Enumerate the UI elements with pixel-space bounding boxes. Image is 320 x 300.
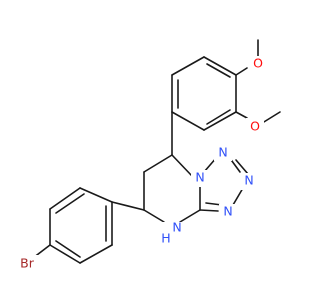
label-mask <box>219 204 237 221</box>
nitrogen-atom-n2: N <box>218 145 227 160</box>
bond <box>203 111 237 131</box>
label-mask <box>214 144 232 161</box>
bond-layer <box>32 39 281 264</box>
bond <box>235 159 249 175</box>
label-mask <box>160 222 188 252</box>
bond <box>143 209 165 223</box>
bond <box>55 193 85 214</box>
bond <box>79 244 113 264</box>
bond <box>232 187 244 206</box>
bond <box>111 201 145 211</box>
label-mask <box>240 173 258 190</box>
nitrogen-atom-nh: N <box>172 220 181 235</box>
nitrogen-atom-n1: N <box>195 170 204 185</box>
bond <box>171 154 193 177</box>
oxygen-atom-middle: O <box>250 119 260 134</box>
hydrogen-atom-nh: H <box>161 231 170 246</box>
atom-label-layer: O O N N N N N H Br <box>14 56 267 273</box>
bond <box>179 209 201 223</box>
label-mask <box>14 255 40 273</box>
oxygen-atom-top: O <box>253 56 263 71</box>
label-mask <box>246 118 264 135</box>
bromine-atom: Br <box>20 256 35 271</box>
bond <box>199 209 219 212</box>
bond <box>206 63 231 78</box>
nitrogen-atom-n4: N <box>223 204 232 219</box>
bond <box>235 111 248 119</box>
bond <box>171 56 205 76</box>
molecule-structure: O O N N N N N H Br <box>14 39 281 273</box>
bond <box>206 109 231 125</box>
label-mask <box>249 56 267 73</box>
bond <box>203 56 237 76</box>
bond <box>49 187 81 210</box>
bond <box>55 240 81 258</box>
bond <box>49 244 81 264</box>
bond <box>171 111 205 131</box>
bond <box>235 67 248 76</box>
nitrogen-atom-n3: N <box>244 173 253 188</box>
label-mask <box>191 170 209 187</box>
bond <box>79 187 113 203</box>
bond <box>143 154 173 173</box>
